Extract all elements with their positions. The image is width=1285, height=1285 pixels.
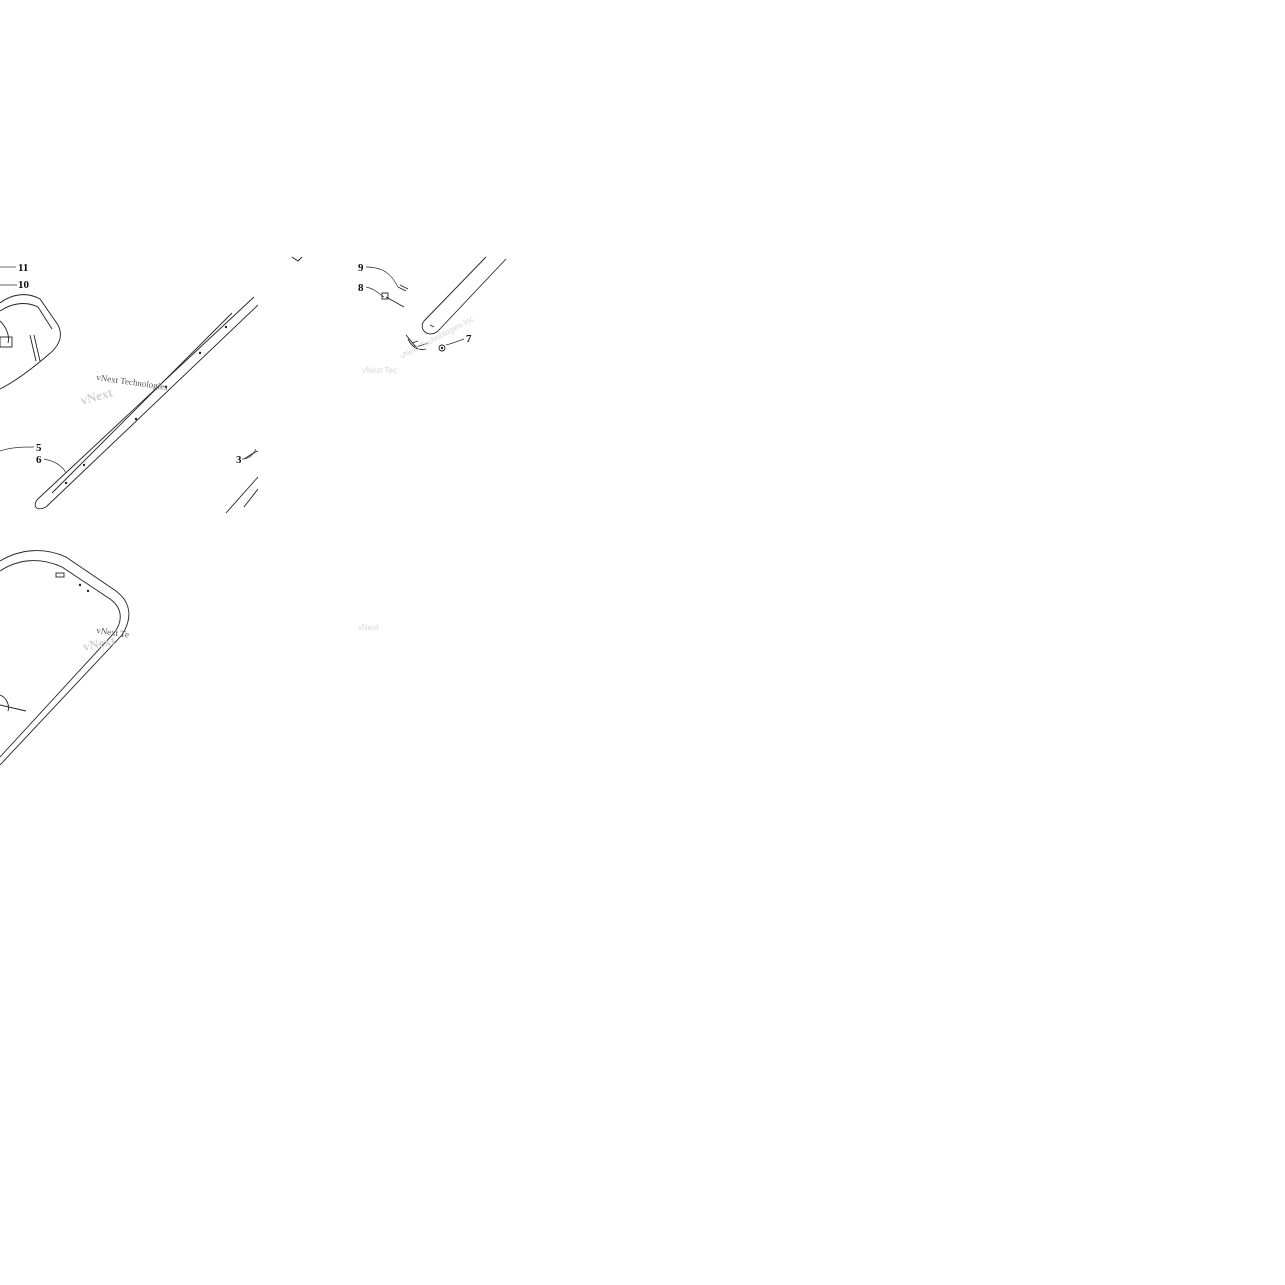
watermark-faint-3: vNext [358, 623, 379, 632]
diagram-tile-upper-left: 11 10 5 6 3 vNext vNext Technologies [0, 255, 258, 515]
bolt-drawing [381, 284, 409, 308]
callout-5: 5 [36, 442, 42, 454]
diagram-tile-upper-middle: vNext Tec vNext Technologies Inc 9 8 7 [288, 255, 508, 385]
diagram-tile-lower-left: vNext vNext Te [0, 545, 140, 770]
diagram-tile-faint-mark: vNext [356, 618, 396, 636]
frame-drawing [0, 550, 130, 766]
watermark-logo-shadow: vNext [79, 384, 115, 408]
callout-3: 3 [236, 454, 242, 466]
callout-9: 9 [358, 262, 364, 274]
callout-6: 6 [36, 454, 42, 466]
callout-8: 8 [358, 282, 364, 294]
callout-10: 10 [18, 279, 30, 291]
callout-7: 7 [466, 333, 472, 345]
watermark-text-2: vNext Te [96, 625, 130, 639]
bracket-drawing [405, 334, 446, 352]
callout-11: 11 [18, 262, 28, 274]
tube-drawing [421, 256, 507, 335]
watermark-logo-shadow-2: vNext [82, 632, 118, 654]
watermark-faint-2: vNext Technologies Inc [399, 314, 476, 361]
rail-drawing [34, 296, 258, 510]
seat-drawing [0, 294, 61, 390]
watermark-faint-1: vNext Tec [362, 366, 397, 375]
